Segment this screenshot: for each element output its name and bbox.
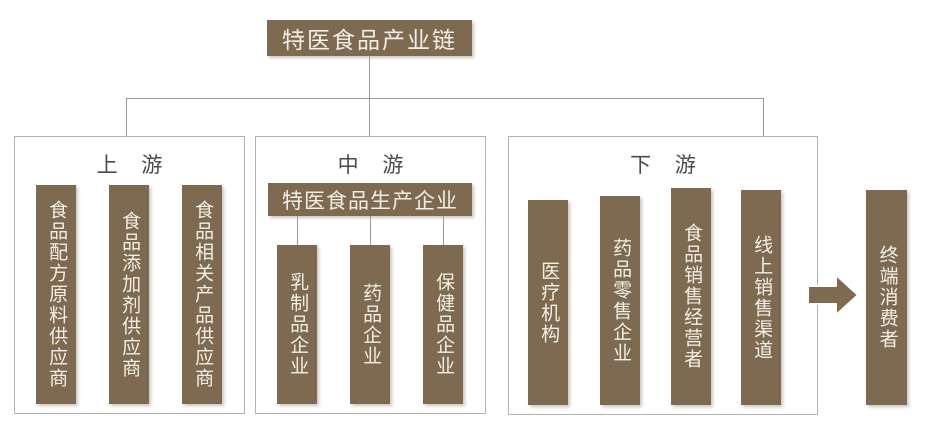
node-midstream-hub-label: 特医食品生产企业 — [282, 189, 458, 213]
node-midstream-3: 保健品企业 — [423, 245, 463, 404]
node-downstream-3-label: 食品销售经营者 — [681, 223, 703, 370]
section-midstream-title: 中 游 — [337, 154, 413, 177]
diagram-title-label: 特医食品产业链 — [282, 27, 457, 53]
connector-title-stem — [369, 56, 370, 98]
node-downstream-1: 医疗机构 — [528, 200, 568, 405]
section-downstream-title: 下 游 — [630, 154, 705, 177]
node-terminal-consumer: 终端消费者 — [866, 190, 907, 405]
node-downstream-4: 线上销售渠道 — [741, 190, 781, 405]
connector-drop-downstream — [763, 98, 764, 136]
node-upstream-1-label: 食品配方原料供应商 — [46, 200, 68, 389]
section-upstream-title: 上 游 — [96, 154, 172, 177]
node-midstream-2-label: 药品企业 — [360, 282, 382, 367]
connector-hub-to-node-2 — [370, 216, 371, 245]
node-midstream-hub: 特医食品生产企业 — [268, 183, 472, 216]
node-downstream-4-label: 线上销售渠道 — [751, 234, 773, 361]
node-midstream-1: 乳制品企业 — [277, 245, 317, 404]
node-midstream-2: 药品企业 — [350, 245, 390, 404]
connector-hub-to-node-1 — [297, 216, 298, 245]
node-upstream-3-label: 食品相关产品供应商 — [192, 200, 214, 389]
node-upstream-2-label: 食品添加剂供应商 — [119, 210, 141, 379]
node-upstream-2: 食品添加剂供应商 — [109, 185, 149, 404]
diagram-title-box: 特医食品产业链 — [267, 20, 472, 56]
arrow-right-icon — [806, 272, 860, 318]
node-terminal-consumer-label: 终端消费者 — [876, 245, 898, 350]
node-downstream-2: 药品零售企业 — [600, 196, 640, 405]
connector-drop-midstream — [369, 98, 370, 136]
node-downstream-3: 食品销售经营者 — [671, 188, 711, 405]
node-upstream-1: 食品配方原料供应商 — [36, 185, 76, 404]
node-downstream-1-label: 医疗机构 — [538, 260, 560, 345]
connector-hub-to-node-3 — [443, 216, 444, 245]
node-midstream-1-label: 乳制品企业 — [287, 272, 309, 377]
node-midstream-3-label: 保健品企业 — [433, 272, 455, 377]
connector-horizontal-bus — [126, 98, 763, 99]
connector-drop-upstream — [126, 98, 127, 136]
node-downstream-2-label: 药品零售企业 — [610, 237, 632, 364]
node-upstream-3: 食品相关产品供应商 — [182, 185, 222, 404]
